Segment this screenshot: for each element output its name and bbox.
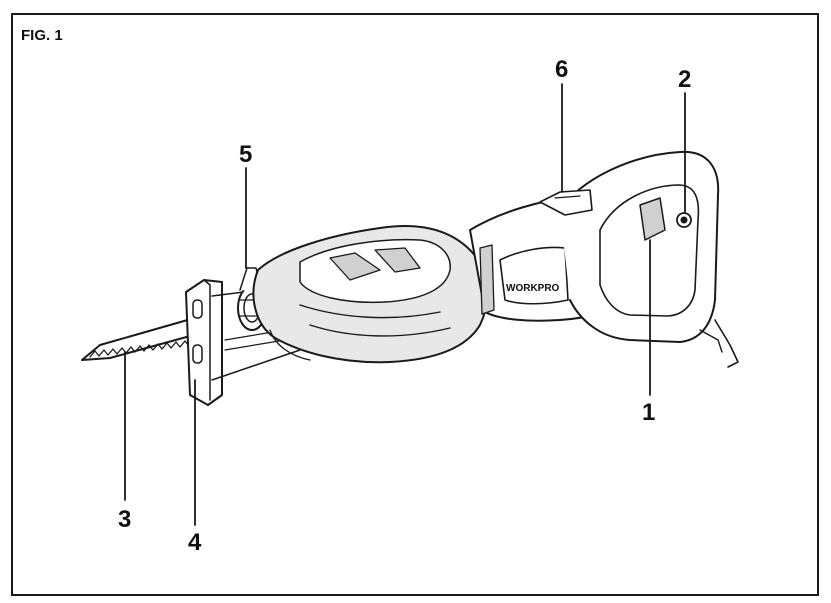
rear-handle [559, 150, 739, 368]
shoe [185, 279, 301, 406]
front-grip [252, 225, 489, 364]
figure-label: FIG. 1 [21, 27, 63, 44]
callout-2: 2 [678, 66, 691, 93]
callout-4: 4 [188, 529, 202, 556]
top-switch [539, 189, 593, 216]
callout-1: 1 [642, 399, 655, 426]
callout-6: 6 [555, 56, 568, 83]
callout-5: 5 [239, 141, 252, 168]
callout-3: 3 [118, 506, 131, 533]
brand-label: WORKPRO [506, 283, 560, 294]
leader-lines [124, 83, 686, 526]
